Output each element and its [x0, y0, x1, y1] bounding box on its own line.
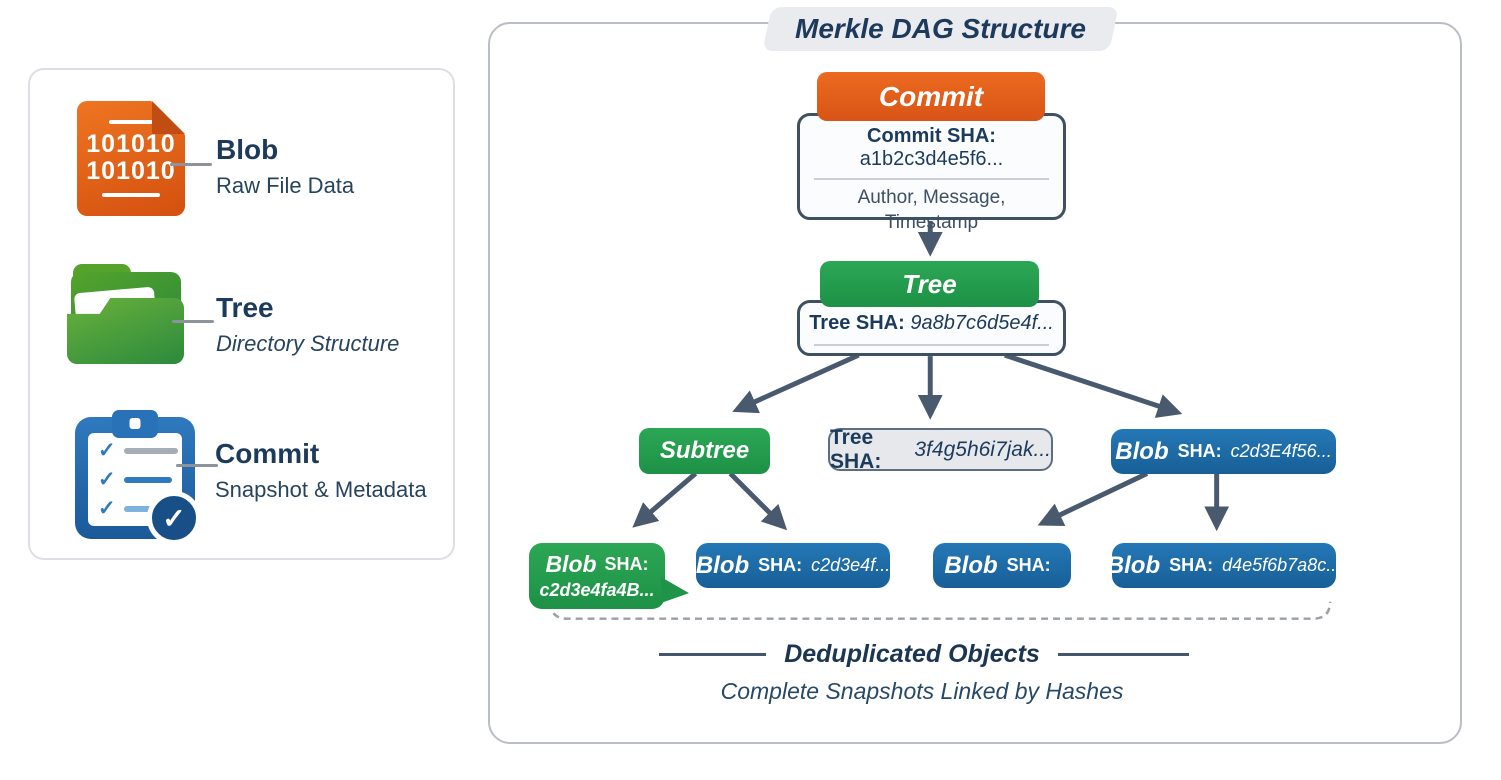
blob-label: Blob	[1115, 437, 1169, 465]
commit-sha-row: Commit SHA: a1b2c3d4e5f6...	[800, 125, 1063, 171]
legend-item-subtitle: Directory Structure	[216, 331, 400, 356]
sha-value: 9a8b7c6d5e4f...	[910, 312, 1054, 334]
check-icon: ✓	[98, 468, 116, 491]
blob-label: Blob	[1106, 551, 1161, 579]
decorative-line	[102, 193, 160, 197]
commit-metadata: Author, Message, Timestamp	[800, 186, 1063, 235]
legend-item-title: Commit	[215, 438, 320, 469]
folder-icon	[67, 264, 187, 366]
diagram-title: Merkle DAG Structure	[795, 13, 1086, 44]
blob-label: Blob	[545, 551, 597, 577]
blob-label: Blob	[695, 551, 750, 579]
bubble-tail	[661, 577, 689, 603]
blob-node-leaf-2: Blob SHA:	[933, 543, 1071, 588]
legend-connector	[176, 464, 218, 467]
sha-value: d4e5f6b7a8c...	[1222, 555, 1342, 575]
decorative-line	[109, 120, 153, 124]
check-icon: ✓	[98, 439, 116, 462]
tree-sha-node: Tree SHA: 3f4g5h6i7jak...	[828, 425, 1053, 473]
list-line	[123, 476, 172, 483]
blob-node-leaf-green: Blob SHA: c2d3e4fa4B...	[529, 543, 689, 609]
caption-rule	[659, 653, 767, 656]
binary-text: 101010	[86, 130, 176, 158]
card-divider	[814, 178, 1049, 180]
checklist-row: ✓	[98, 498, 182, 519]
legend-item-commit: Commit Snapshot & Metadata	[215, 438, 427, 503]
footer-subcaption: Complete Snapshots Linked by Hashes	[720, 678, 1124, 704]
legend-item-subtitle: Raw File Data	[216, 173, 355, 198]
tree-node-header: Tree	[820, 261, 1039, 307]
legend-item-title: Tree	[216, 292, 274, 323]
blob-node-top-right: Blob SHA: c2d3E4f56...	[1111, 429, 1336, 474]
clipboard-check-icon: ✓ ✓ ✓ ✓	[75, 410, 201, 545]
sha-label: Tree SHA:	[809, 312, 905, 334]
blob-node-leaf-3: Blob SHA: d4e5f6b7a8c...	[1107, 543, 1341, 588]
list-line	[123, 447, 178, 454]
subtree-node: Subtree	[639, 428, 770, 474]
footer-caption: Deduplicated Objects	[784, 640, 1040, 668]
card-divider	[814, 344, 1049, 346]
blob-node-leaf-1: Blob SHA: c2d3e4f...	[696, 543, 890, 588]
sha-label: SHA:	[1177, 441, 1222, 461]
footer-caption-row: Deduplicated Objects	[490, 640, 1358, 669]
sha-value: c2d3e4f...	[811, 555, 891, 575]
sha-label: SHA:	[1006, 555, 1051, 575]
checklist-row: ✓	[98, 469, 182, 490]
check-badge-icon: ✓	[147, 491, 201, 545]
tree-sha-row: Tree SHA: 9a8b7c6d5e4f...	[800, 312, 1063, 335]
caption-rule	[1057, 653, 1189, 656]
sha-label: SHA:	[604, 554, 649, 574]
check-icon: ✓	[162, 502, 186, 534]
diagram-title-banner: Merkle DAG Structure	[762, 7, 1119, 51]
clip-dot	[129, 418, 141, 429]
blob-bubble-row: Blob SHA:	[545, 551, 648, 578]
clipboard-clip	[112, 410, 158, 438]
sha-value: a1b2c3d4e5f6...	[859, 148, 1004, 170]
list-line	[123, 505, 154, 512]
legend-item-title: Blob	[216, 134, 279, 165]
blob-label: Blob	[944, 551, 998, 579]
legend-connector	[172, 320, 214, 323]
legend-connector	[170, 163, 212, 166]
sha-label: Tree SHA:	[830, 425, 882, 473]
legend-item-subtitle: Snapshot & Metadata	[215, 477, 427, 502]
sha-label: Commit SHA:	[867, 125, 996, 147]
dedup-bracket	[549, 601, 1332, 620]
sha-value: c2d3e4fa4B...	[539, 580, 655, 600]
tree-node-card: Tree SHA: 9a8b7c6d5e4f...	[797, 300, 1066, 356]
sha-value: 3f4g5h6i7jak...	[914, 437, 1051, 461]
checklist-row: ✓	[98, 440, 182, 461]
legend-panel: 101010 101010 Blob Raw File Data Tree Di…	[28, 68, 455, 560]
check-icon: ✓	[98, 497, 116, 520]
diagram-panel: Merkle DAG Structure Commit Commit SHA:	[488, 7, 1462, 744]
commit-node-header: Commit	[817, 72, 1045, 121]
legend-item-blob: Blob Raw File Data	[216, 134, 354, 199]
legend-item-tree: Tree Directory Structure	[216, 292, 399, 357]
binary-file-icon: 101010 101010	[77, 100, 186, 216]
metadata-line: Author, Message,	[857, 187, 1006, 208]
commit-node-card: Commit SHA: a1b2c3d4e5f6... Author, Mess…	[797, 113, 1066, 233]
sha-label: SHA:	[1169, 555, 1214, 575]
binary-text: 101010	[86, 157, 176, 185]
sha-label: SHA:	[758, 555, 803, 575]
sha-value: c2d3E4f56...	[1230, 441, 1332, 461]
metadata-line: Timestamp	[884, 211, 979, 233]
